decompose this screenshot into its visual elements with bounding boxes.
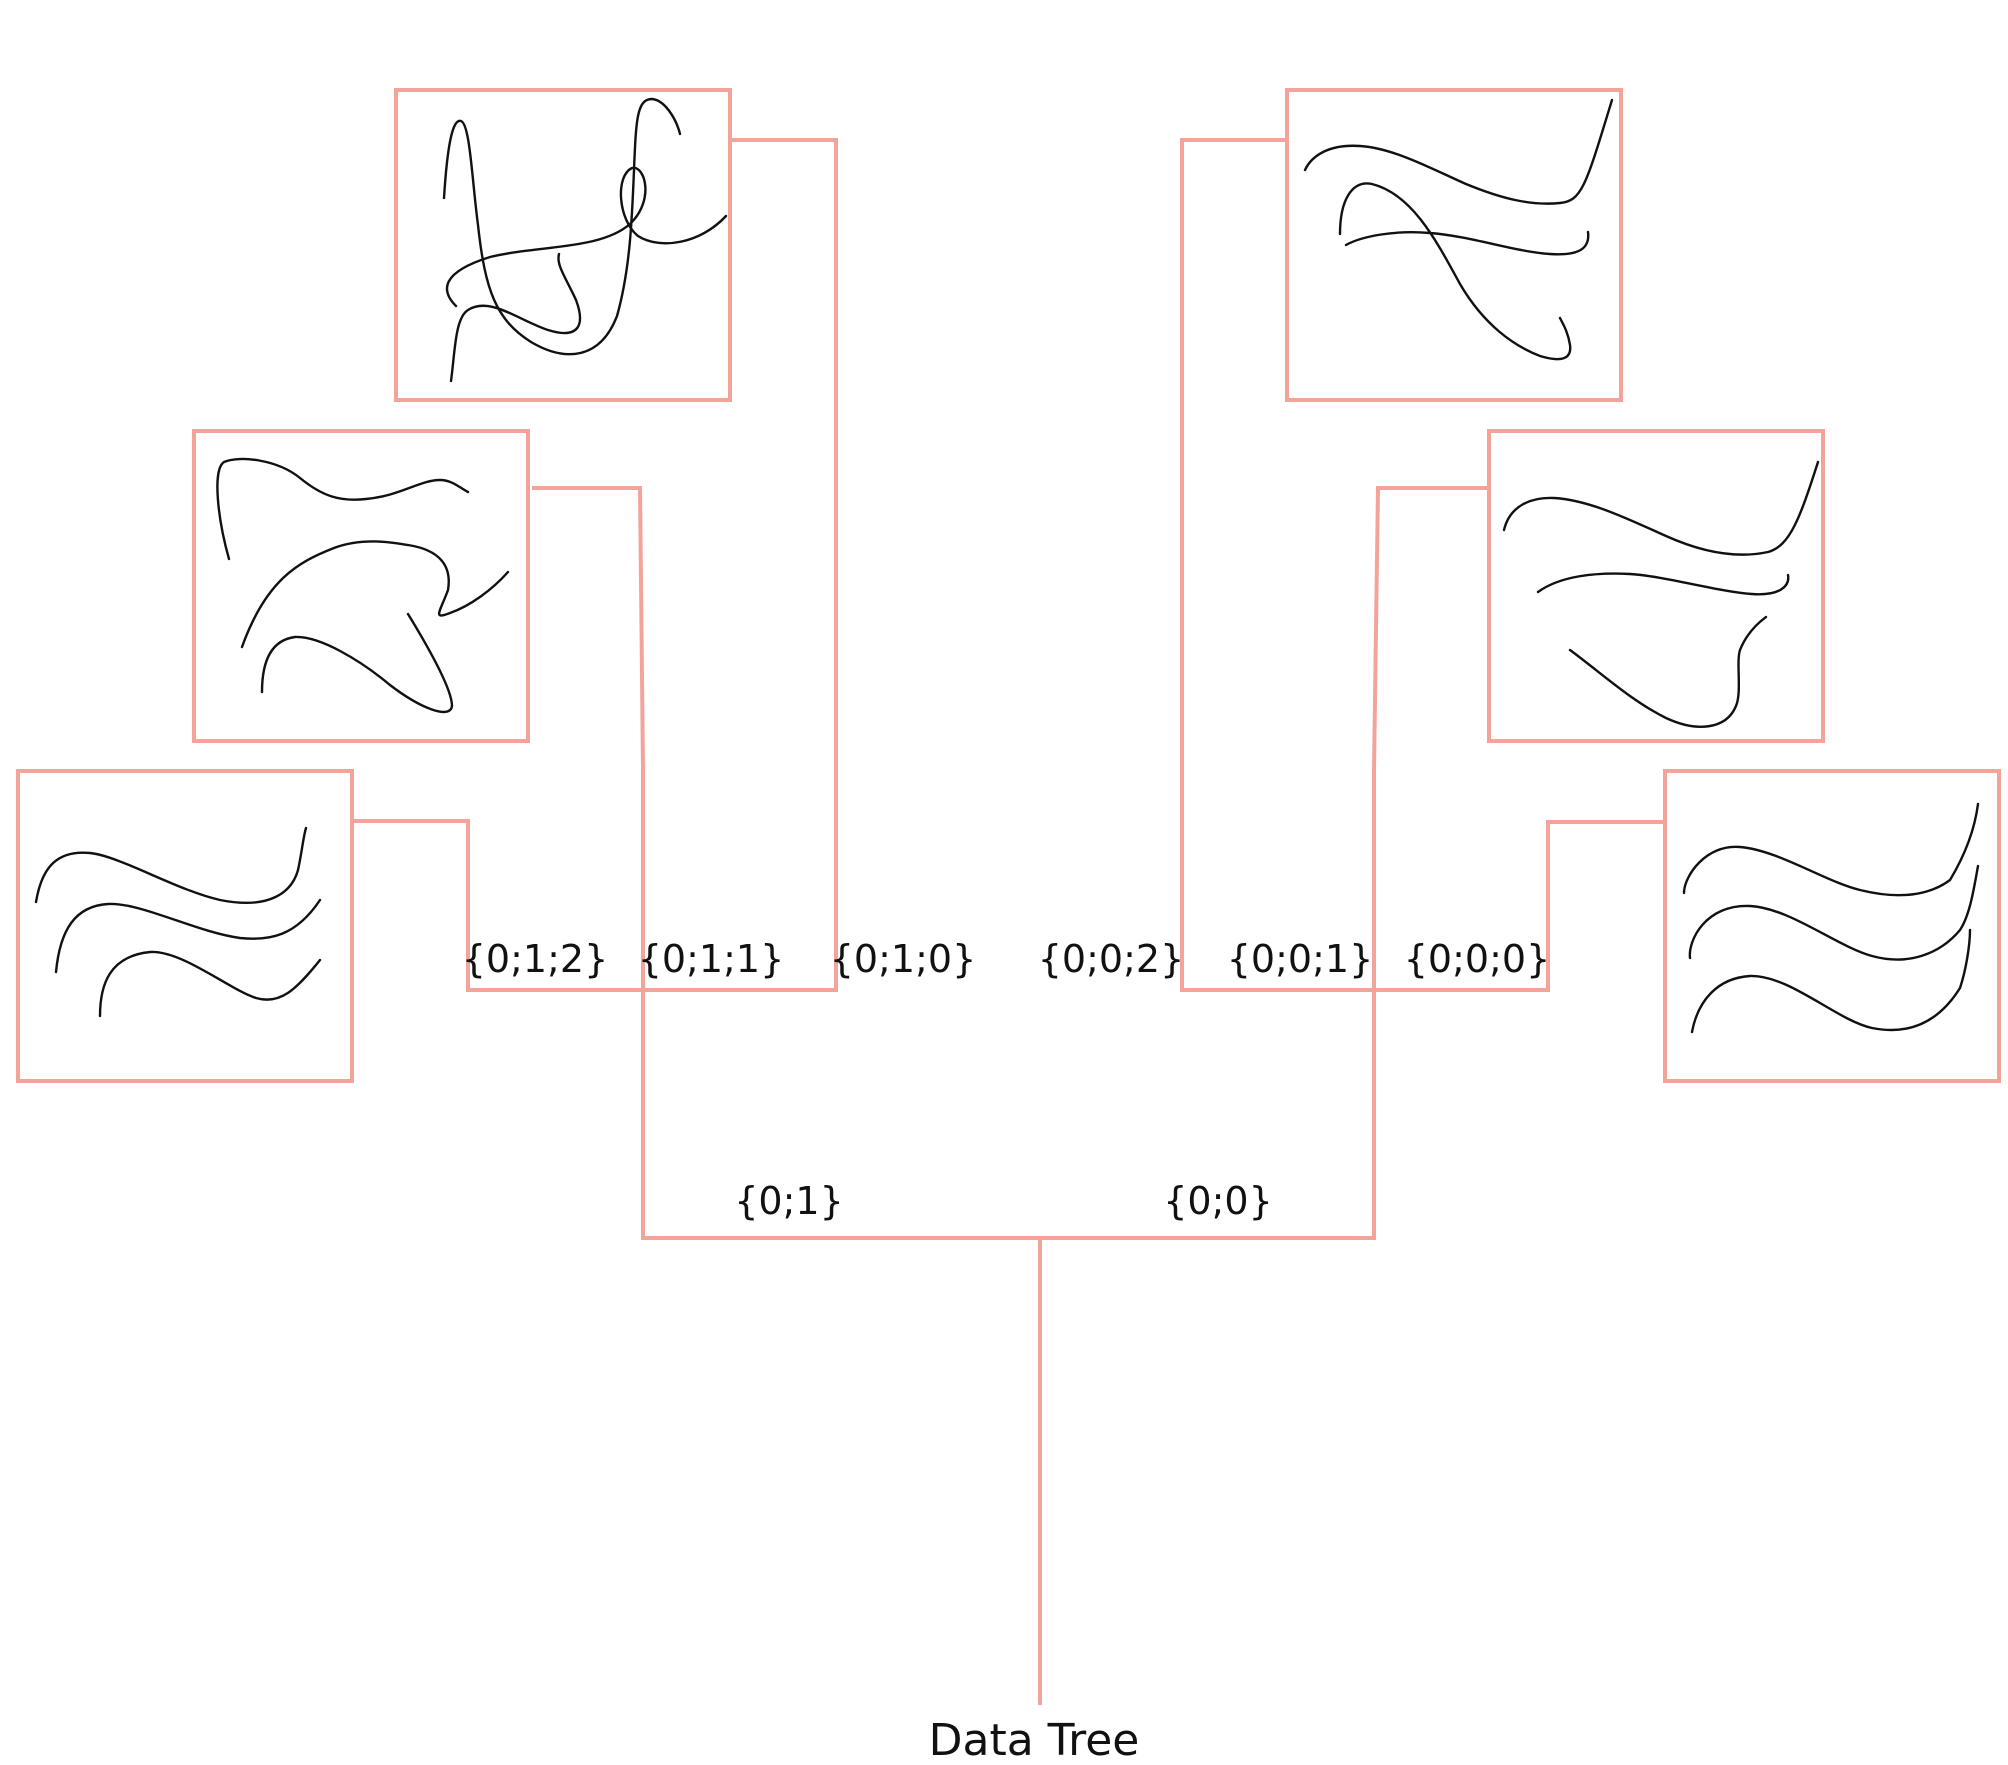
leaf-box-0-1-0 — [394, 88, 732, 402]
curve — [1536, 572, 1790, 596]
curve — [1682, 802, 1980, 897]
curve-set-loose — [1303, 98, 1614, 361]
path-label-0-0-0: {0;0;0} — [1404, 937, 1551, 981]
curve — [98, 950, 322, 1018]
path-labels: {0;1;2} {0;1;1} {0;1;0} {0;0;2} {0;0;1} … — [462, 937, 1551, 1765]
branch-line-0-0 — [1040, 770, 1376, 1240]
leaf-line-0-1-0 — [643, 138, 838, 992]
tree-branches — [353, 138, 1664, 1705]
curve — [34, 826, 308, 905]
leaf-line-0-1-2 — [353, 819, 643, 992]
leaf-frame — [1285, 88, 1623, 402]
curve — [446, 166, 728, 308]
curve — [1303, 98, 1614, 205]
leaf-line-0-0-1 — [1372, 486, 1488, 990]
leaf-line-0-0-0 — [1374, 820, 1664, 992]
curve — [216, 457, 470, 561]
leaf-box-0-1-2 — [16, 769, 354, 1083]
path-label-0-0-1: {0;0;1} — [1227, 937, 1374, 981]
path-label-0-1: {0;1} — [734, 1179, 844, 1223]
curve-set-loose — [216, 457, 510, 714]
leaf-box-0-0-1 — [1487, 429, 1825, 743]
leaf-box-0-1-1 — [192, 429, 530, 743]
path-label-0-1-1: {0;1;1} — [638, 937, 785, 981]
curve-set-waves — [1682, 802, 1980, 1034]
leaf-box-0-0-0 — [1663, 769, 2001, 1083]
leaf-line-0-0-2 — [1180, 138, 1374, 992]
curve — [1568, 615, 1768, 728]
curve — [260, 612, 454, 714]
curve — [1338, 182, 1572, 361]
curve-set-waves — [34, 826, 322, 1018]
leaf-frame — [1663, 769, 2001, 1083]
leaf-line-0-1-1 — [532, 486, 645, 990]
curve-set-tangled — [442, 97, 728, 383]
root-label: Data Tree — [929, 1715, 1140, 1765]
curve-set-loose — [1502, 460, 1820, 728]
curve — [1502, 460, 1820, 556]
curve — [1690, 928, 1972, 1034]
branch-line-0-1 — [641, 770, 1040, 1240]
path-label-0-1-0: {0;1;0} — [830, 937, 977, 981]
path-label-0-0-2: {0;0;2} — [1038, 937, 1185, 981]
leaf-frame — [192, 429, 530, 743]
curve — [449, 252, 582, 383]
curve — [240, 540, 510, 649]
leaf-frame — [394, 88, 732, 402]
curve — [1688, 864, 1980, 961]
leaf-box-0-0-2 — [1285, 88, 1623, 402]
path-label-0-0: {0;0} — [1163, 1179, 1273, 1223]
curve — [54, 898, 322, 974]
curve — [442, 97, 682, 356]
curve — [1344, 230, 1590, 256]
path-label-0-1-2: {0;1;2} — [462, 937, 609, 981]
leaf-frame — [1487, 429, 1825, 743]
